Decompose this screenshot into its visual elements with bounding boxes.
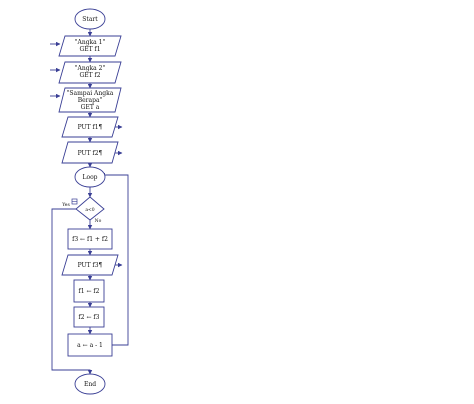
yes-label: Yes — [61, 202, 70, 208]
output1-label: PUT f1¶ — [78, 124, 103, 131]
input3-line1: "Sampai Angka — [67, 90, 114, 97]
input3-parallelogram[interactable] — [58, 87, 122, 113]
assign2-label: f1 ← f2 — [79, 288, 100, 295]
loop-label: Loop — [82, 174, 97, 181]
assign4-box[interactable] — [67, 333, 113, 357]
input2-line1: "Angka 2" — [75, 65, 106, 72]
loop-terminal[interactable] — [74, 166, 106, 188]
input1-parallelogram[interactable] — [58, 35, 122, 57]
assign3-label: f2 ← f3 — [79, 314, 100, 321]
assign2-box[interactable] — [73, 279, 105, 303]
no-label: No — [95, 218, 102, 224]
output2-parallelogram[interactable] — [61, 141, 119, 164]
input3-line3: GET a — [81, 104, 100, 111]
assign4-label: a ← a - 1 — [77, 342, 103, 349]
start-label: Start — [82, 16, 98, 23]
input2-line2: GET f2 — [79, 72, 100, 79]
start-terminal[interactable] — [74, 8, 106, 30]
input3-line2: Berapa" — [78, 97, 103, 104]
input2-parallelogram[interactable] — [58, 61, 122, 84]
end-terminal[interactable] — [74, 373, 106, 395]
output1-parallelogram[interactable] — [61, 116, 119, 138]
output3-label: PUT f3¶ — [78, 262, 103, 269]
connector-lines — [50, 29, 129, 375]
decision-diamond[interactable] — [75, 196, 105, 221]
assign1-box[interactable] — [67, 228, 113, 250]
decision-label: a<0 — [85, 207, 94, 213]
output3-parallelogram[interactable] — [61, 254, 119, 276]
input1-line1: "Angka 1" — [75, 39, 106, 46]
edge-loop-back — [100, 172, 129, 346]
assign3-box[interactable] — [73, 306, 105, 328]
edge-yes-to-end — [51, 208, 93, 375]
output2-label: PUT f2¶ — [78, 150, 103, 157]
assign1-label: f3 ← f1 + f2 — [72, 236, 108, 243]
end-label: End — [84, 381, 96, 388]
input1-line2: GET f1 — [79, 46, 100, 53]
